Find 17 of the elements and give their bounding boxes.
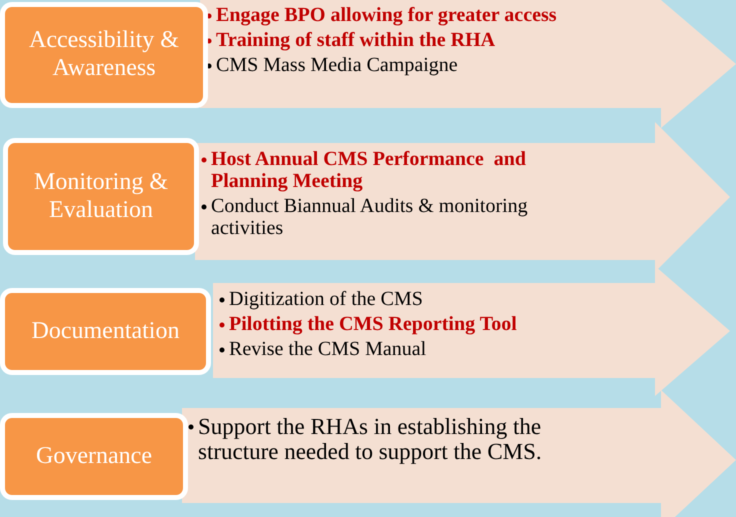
bullet-text: Conduct Biannual Audits & monitoring activities bbox=[211, 195, 529, 239]
arrow-panel bbox=[195, 122, 730, 272]
label-box: Monitoring & Evaluation bbox=[3, 138, 199, 255]
label-box: Documentation bbox=[0, 288, 211, 375]
arrow-panel bbox=[182, 390, 736, 517]
arrow-panel bbox=[213, 266, 730, 396]
bullet-text: Training of staff within the RHA bbox=[216, 29, 496, 51]
bullet-text: Support the RHAs in establishing the structure needed to support the CMS. bbox=[198, 414, 543, 465]
bullet-text: Pilotting the CMS Reporting Tool bbox=[229, 313, 518, 335]
label-box: Governance bbox=[0, 413, 188, 500]
bullet-text: Digitization of the CMS bbox=[229, 288, 424, 310]
label-box: Accessibility & Awareness bbox=[0, 2, 208, 108]
bullet-text: Host Annual CMS Performance and Planning Meeting bbox=[211, 148, 527, 192]
arrow-panel bbox=[200, 0, 736, 128]
bullet-text: Engage BPO allowing for greater access bbox=[216, 4, 558, 26]
bullet-text: Revise the CMS Manual bbox=[229, 338, 428, 360]
bullet-text: CMS Mass Media Campaigne bbox=[216, 54, 459, 76]
